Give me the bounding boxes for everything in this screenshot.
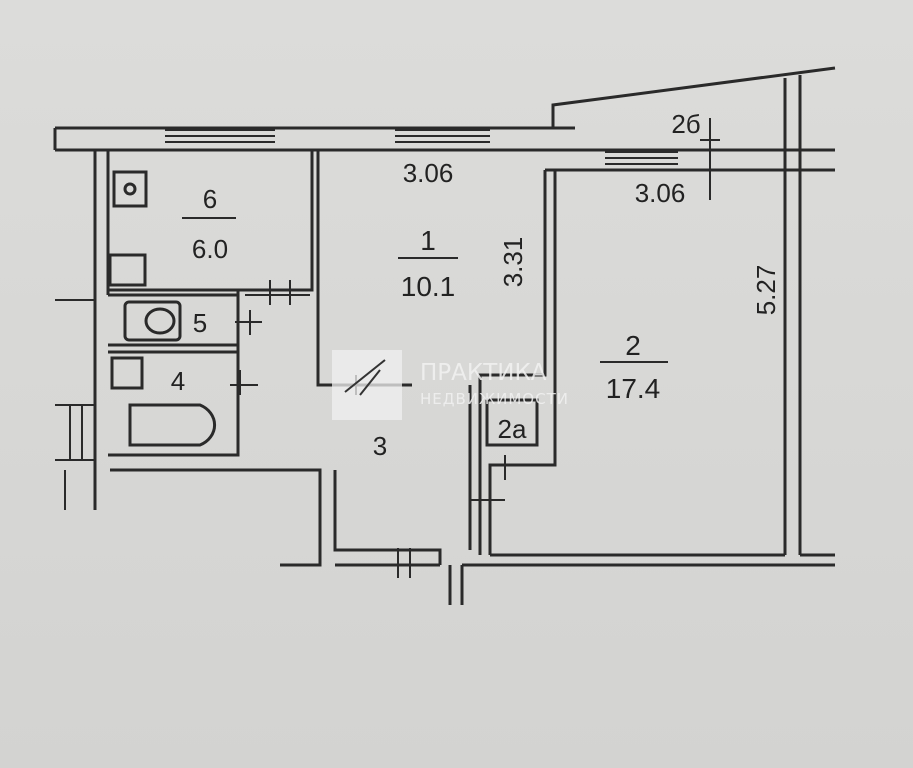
watermark-line1: ПРАКТИКА <box>420 360 547 386</box>
hall-walls <box>110 385 835 605</box>
logo-mark-icon <box>344 359 386 396</box>
left-outside <box>55 299 95 510</box>
balcony-number: 2б <box>671 109 700 139</box>
hall-number: 3 <box>373 431 387 461</box>
balcony <box>551 66 836 557</box>
room-6-walls <box>108 150 412 387</box>
room-1-depth: 3.31 <box>498 237 528 288</box>
wall-top <box>55 126 835 172</box>
room-6-number: 6 <box>203 184 217 214</box>
bathroom-walls <box>108 290 240 457</box>
bathtub-icon <box>128 403 217 447</box>
closet-2a <box>485 398 539 447</box>
closet-number: 2a <box>498 414 527 444</box>
room-1-area: 10.1 <box>401 271 456 302</box>
stove-icon <box>108 253 147 287</box>
toilet-icon <box>123 300 182 342</box>
room-2-depth: 5.27 <box>751 265 781 316</box>
watermark: ПРАКТИКА НЕДВИЖИМОСТИ <box>332 350 569 420</box>
room-1-width: 3.06 <box>403 158 454 188</box>
room-1-number: 1 <box>420 225 436 256</box>
wall-left <box>53 128 110 510</box>
bathroom-number: 4 <box>171 366 185 396</box>
wc-number: 5 <box>193 308 207 338</box>
room-2-width: 3.06 <box>635 178 686 208</box>
sink-icon <box>112 170 148 208</box>
room-6-area: 6.0 <box>192 234 228 264</box>
windows <box>165 129 678 165</box>
room-2-number: 2 <box>625 330 641 361</box>
washbasin-icon <box>110 356 144 390</box>
watermark-line2: НЕДВИЖИМОСТИ <box>420 390 569 408</box>
room-2-area: 17.4 <box>606 373 661 404</box>
